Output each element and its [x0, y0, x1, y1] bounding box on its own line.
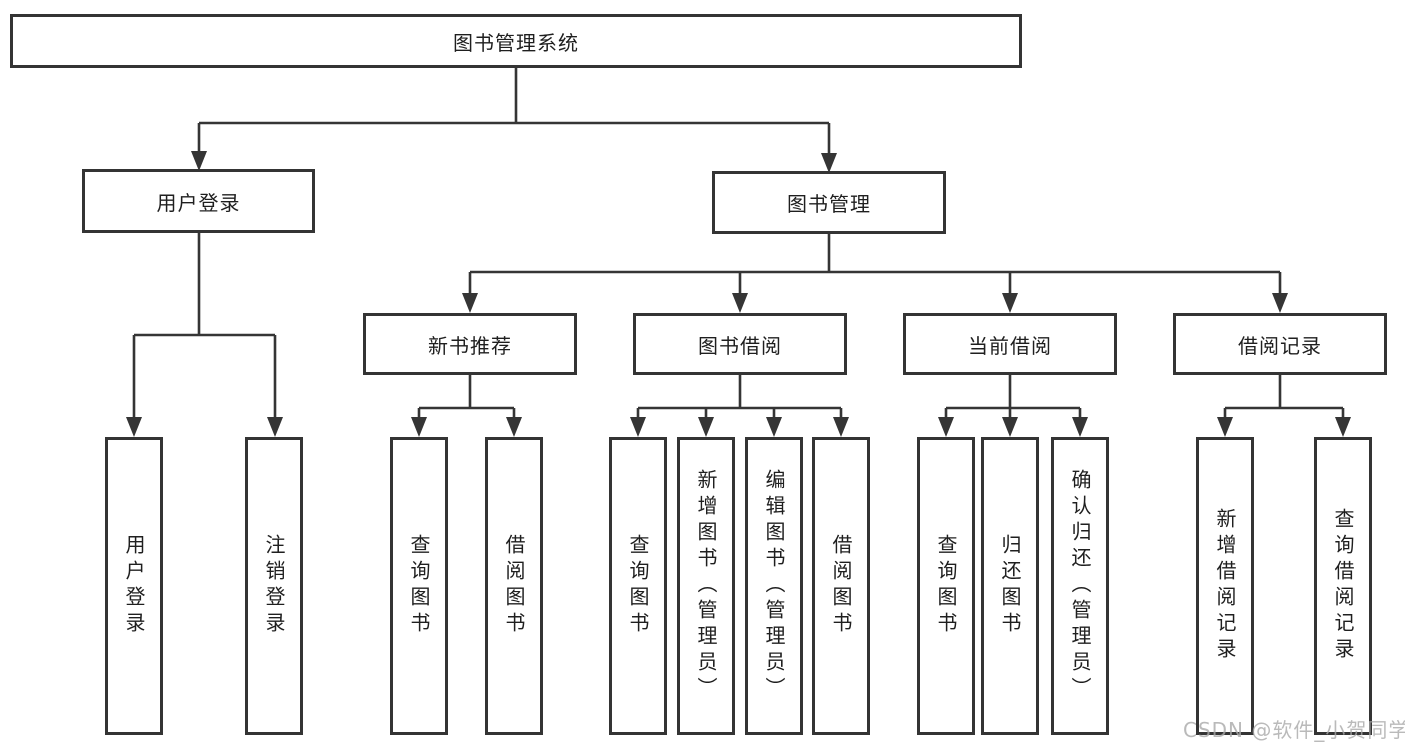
leaf-logout-label: 注销登录	[262, 534, 286, 638]
leaf-recommend-query-books: 查询图书	[390, 437, 448, 735]
node-user-login: 用户登录	[82, 169, 315, 233]
leaf-edit-books-admin: 编辑图书（管理员）	[745, 437, 803, 735]
connector-book-borrowing-to-leaves	[630, 375, 849, 437]
leaf-current-query-books-label: 查询图书	[934, 534, 958, 638]
leaf-user-login-label: 用户登录	[122, 534, 146, 638]
leaf-borrow-books: 借阅图书	[812, 437, 870, 735]
leaf-return-books: 归还图书	[981, 437, 1039, 735]
leaf-add-borrow-record-label: 新增借阅记录	[1213, 508, 1237, 664]
leaf-query-borrow-record: 查询借阅记录	[1314, 437, 1372, 735]
leaf-add-borrow-record: 新增借阅记录	[1196, 437, 1254, 735]
connector-borrow-records-to-leaves	[1217, 375, 1351, 437]
leaf-query-borrow-record-label: 查询借阅记录	[1331, 508, 1355, 664]
connector-user-login-to-leaves	[126, 233, 283, 437]
node-book-management: 图书管理	[712, 171, 946, 234]
node-current-borrowing: 当前借阅	[903, 313, 1117, 375]
leaf-recommend-borrow-books: 借阅图书	[485, 437, 543, 735]
node-library-system: 图书管理系统	[10, 14, 1022, 68]
leaf-borrowing-query-books-label: 查询图书	[626, 534, 650, 638]
leaf-confirm-return-admin-label: 确认归还（管理员）	[1068, 469, 1092, 703]
node-borrow-records: 借阅记录	[1173, 313, 1387, 375]
leaf-add-books-admin-label: 新增图书（管理员）	[694, 469, 718, 703]
leaf-confirm-return-admin: 确认归还（管理员）	[1051, 437, 1109, 735]
leaf-edit-books-admin-label: 编辑图书（管理员）	[762, 469, 786, 703]
connector-new-book-recommend-to-leaves	[411, 375, 522, 437]
leaf-add-books-admin: 新增图书（管理员）	[677, 437, 735, 735]
connector-root-to-branches	[191, 68, 837, 173]
leaf-recommend-borrow-books-label: 借阅图书	[502, 534, 526, 638]
leaf-user-login: 用户登录	[105, 437, 163, 735]
leaf-return-books-label: 归还图书	[998, 534, 1022, 638]
leaf-borrowing-query-books: 查询图书	[609, 437, 667, 735]
node-book-borrowing: 图书借阅	[633, 313, 847, 375]
connector-book-management-to-sections	[462, 234, 1288, 313]
csdn-watermark: CSDN @软件_小贺同学	[1183, 718, 1405, 742]
leaf-logout: 注销登录	[245, 437, 303, 735]
leaf-borrow-books-label: 借阅图书	[829, 534, 853, 638]
node-new-book-recommend: 新书推荐	[363, 313, 577, 375]
leaf-recommend-query-books-label: 查询图书	[407, 534, 431, 638]
connector-current-borrowing-to-leaves	[938, 375, 1088, 437]
leaf-current-query-books: 查询图书	[917, 437, 975, 735]
